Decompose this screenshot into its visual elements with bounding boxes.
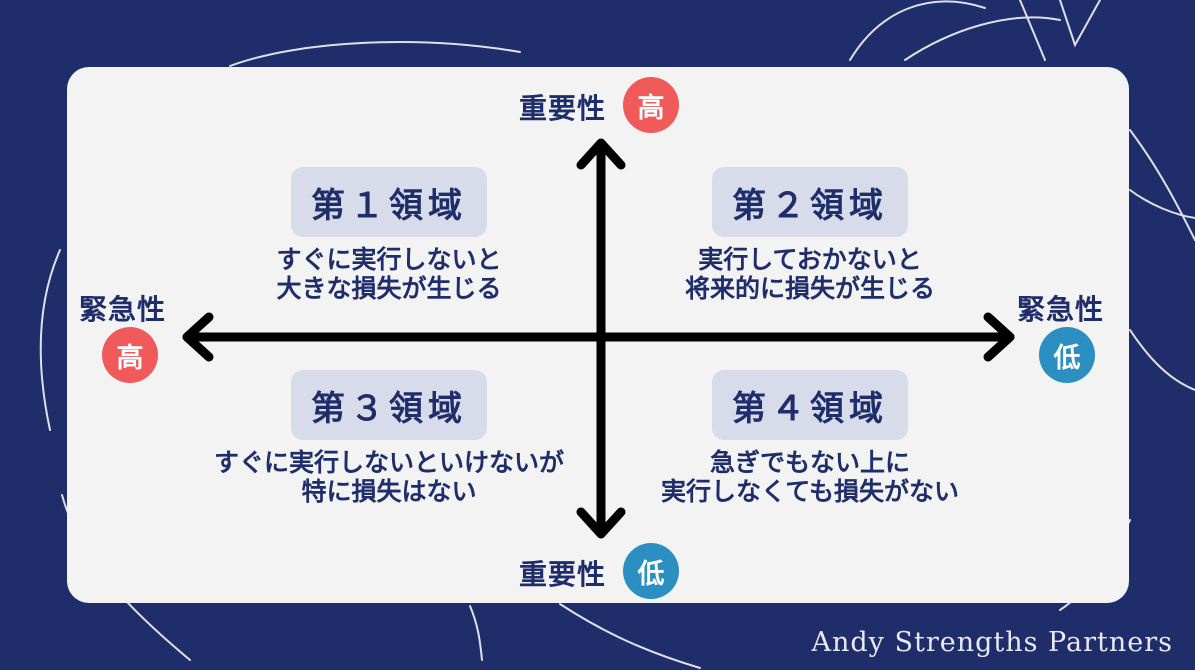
low-badge: 低: [1039, 327, 1095, 383]
urgency-high-label: 緊急性: [79, 293, 167, 326]
quadrant-2-description: 実行しておかないと 将来的に損失が生じる: [600, 245, 1020, 303]
quadrant-3-title: 第３領域: [291, 370, 487, 440]
urgency-low-label: 緊急性: [1017, 293, 1105, 326]
quadrant-3-line-2: 特に損失はない: [301, 477, 477, 506]
quadrant-1-line-2: 大きな損失が生じる: [276, 274, 502, 303]
quadrant-1-title: 第１領域: [291, 167, 487, 237]
arrowhead-right: [983, 312, 1015, 362]
low-badge: 低: [623, 543, 679, 599]
arrowhead-down: [576, 507, 626, 539]
quadrant-2-title: 第２領域: [712, 167, 908, 237]
quadrant-1-description: すぐに実行しないと 大きな損失が生じる: [179, 245, 599, 303]
arrowhead-up: [576, 138, 626, 170]
quadrant-4-title: 第４領域: [712, 370, 908, 440]
watermark: Andy Strengths Partners: [811, 627, 1173, 658]
arrowhead-left: [182, 312, 214, 362]
importance-low-label: 重要性: [519, 558, 607, 591]
quadrant-4-line-1: 急ぎでもない上に: [709, 448, 910, 477]
quadrant-2-line-1: 実行しておかないと: [698, 245, 922, 274]
quadrant-3-description: すぐに実行しないといけないが 特に損失はない: [179, 448, 599, 506]
quadrant-4-line-2: 実行しなくても損失がない: [660, 477, 959, 506]
quadrant-4-description: 急ぎでもない上に 実行しなくても損失がない: [600, 448, 1020, 506]
quadrant-3-line-1: すぐに実行しないといけないが: [213, 448, 564, 477]
quadrant-1-line-1: すぐに実行しないと: [276, 245, 502, 274]
high-badge: 高: [623, 77, 679, 133]
high-badge: 高: [102, 327, 158, 383]
quadrant-2-line-2: 将来的に損失が生じる: [684, 274, 935, 303]
importance-high-label: 重要性: [519, 92, 607, 125]
